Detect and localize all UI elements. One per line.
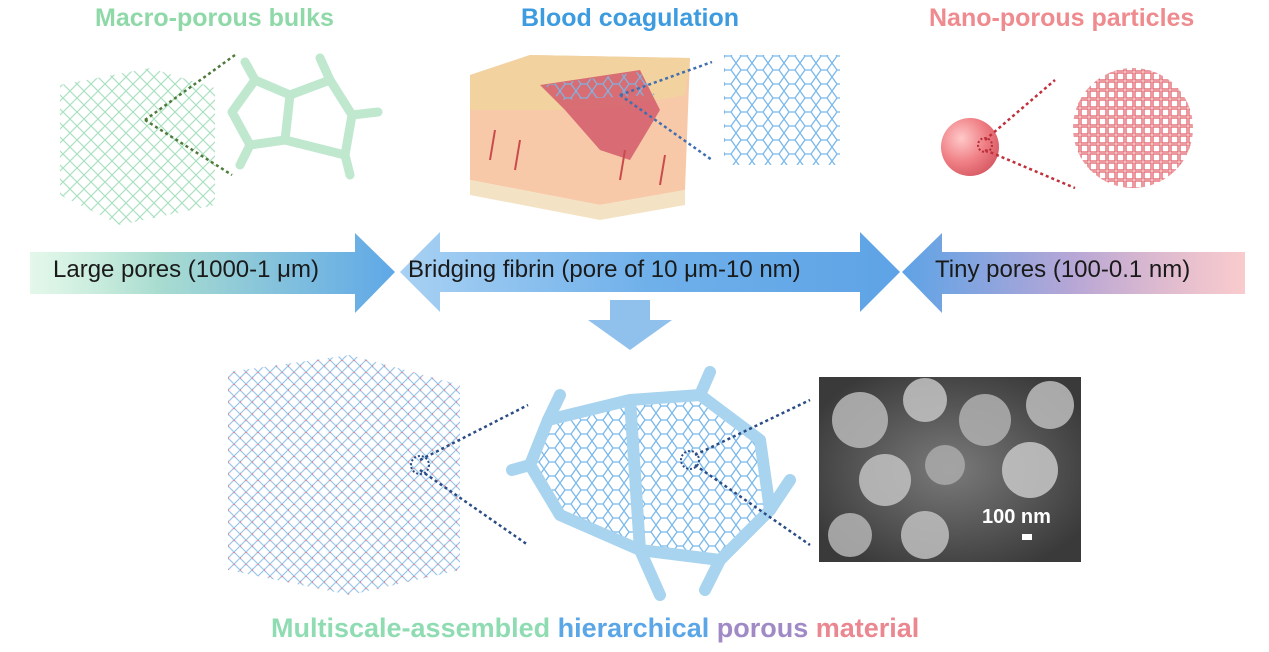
arrow-down (588, 300, 672, 350)
bottom-title: Multiscale-assembled hierarchical porous… (271, 613, 919, 644)
scale-bar-label: 100 nm (982, 506, 1051, 528)
nano-porous-cube-sphere-image (1073, 68, 1193, 188)
macro-unit-cell-image (227, 53, 383, 180)
title-part-hierarchical: hierarchical (557, 613, 717, 643)
title-part-multiscale: Multiscale-assembled (271, 613, 558, 643)
hierarchical-bulk-image (228, 355, 529, 595)
heading-nano-porous-particles: Nano-porous particles (929, 4, 1195, 32)
arrow-right-to-left (902, 233, 1245, 313)
nano-particle-image (941, 79, 1076, 190)
title-part-porous: porous (716, 613, 816, 643)
heading-blood-coagulation: Blood coagulation (521, 4, 740, 32)
label-tiny-pores: Tiny pores (100-0.1 nm) (935, 256, 1191, 283)
arrow-left-to-right (30, 233, 395, 313)
label-large-pores: Large pores (1000-1 μm) (53, 256, 319, 283)
scale-bar (1022, 534, 1032, 540)
label-bridging-fibrin: Bridging fibrin (pore of 10 μm-10 nm) (408, 256, 801, 283)
title-part-material: material (815, 613, 920, 643)
arrow-bridging-double (400, 232, 900, 312)
heading-macro-porous-bulks: Macro-porous bulks (95, 4, 334, 32)
hierarchical-unit-cell-image (506, 366, 811, 601)
fibrin-network-image (724, 55, 840, 165)
skin-wound-image (470, 55, 713, 220)
sem-micrograph-image (819, 377, 1081, 562)
macro-lattice-image (60, 53, 236, 225)
